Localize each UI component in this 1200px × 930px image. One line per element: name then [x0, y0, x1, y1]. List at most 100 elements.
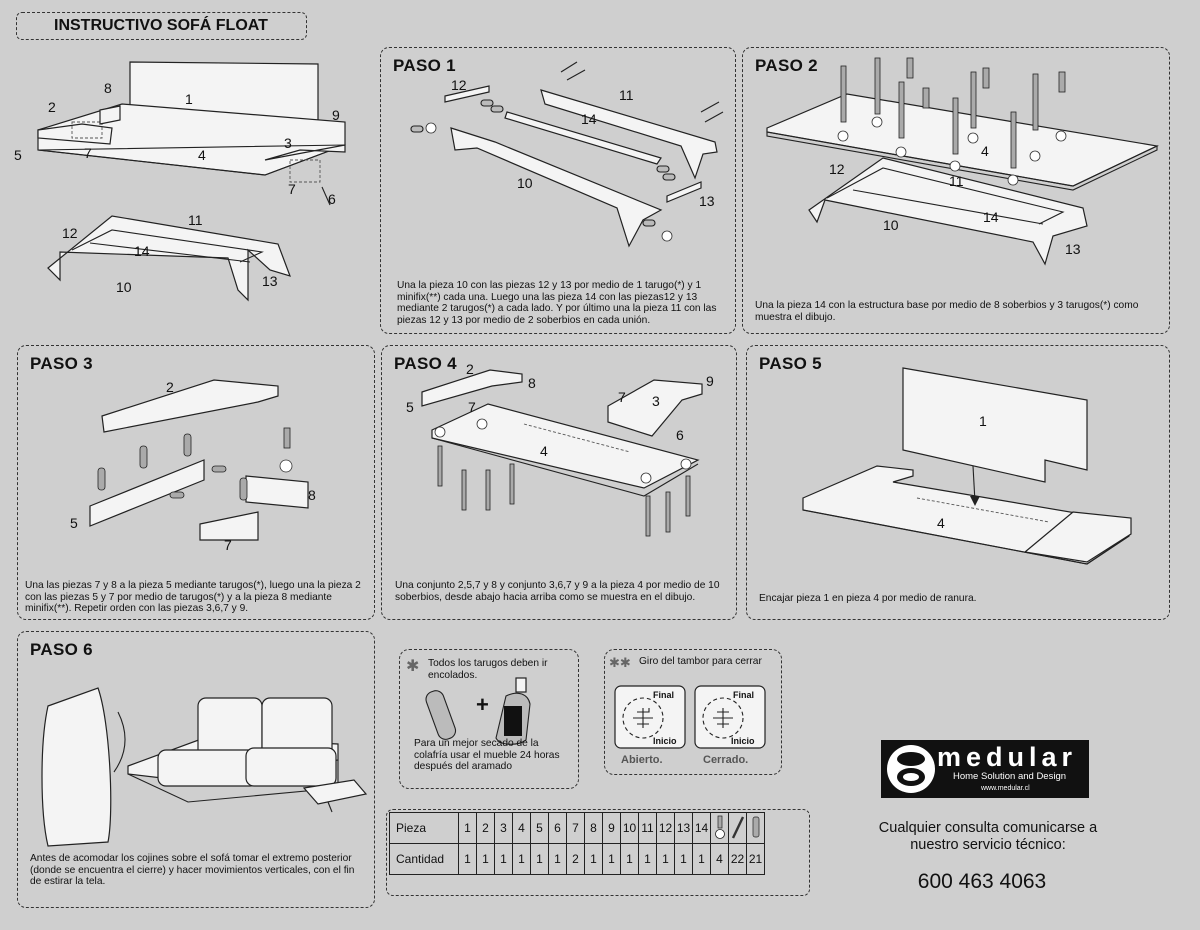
- overview-label: 13: [262, 273, 278, 289]
- overview-label: 7: [84, 145, 92, 161]
- overview-label: 14: [134, 243, 150, 259]
- plus-sign: +: [476, 692, 489, 717]
- step-2-label: 14: [983, 209, 999, 225]
- glue-note: ✱ Todos los tarugos deben ir encolados. …: [399, 649, 579, 789]
- step-1-text: Una la pieza 10 con las piezas 12 y 13 p…: [397, 280, 717, 326]
- quantity-row: Cantidad 1 1 1 1 1 1 2 1 1 1 1 1 1 1 4 2…: [389, 843, 765, 875]
- tarugo-icon: [746, 812, 765, 844]
- step-2-label: 12: [829, 161, 845, 177]
- quantity-cell: 1: [458, 843, 477, 875]
- overview-drawing: 1 2 3 4 5 6 7 7 8 9 10 11 12 13 14: [14, 61, 346, 302]
- quantity-cell: 4: [710, 843, 729, 875]
- drum-note: ✱✱ Giro del tambor para cerrar Final Ini…: [604, 649, 782, 775]
- parts-table-frame: [386, 809, 810, 896]
- step-4-title: PASO 4: [394, 354, 457, 373]
- glue-dry-text: Para un mejor secado de la colafría usar…: [414, 738, 560, 773]
- step-2-label: 4: [981, 143, 989, 159]
- step-3-title: PASO 3: [30, 354, 93, 373]
- overview-label: 3: [284, 135, 292, 151]
- step-1-label: 13: [699, 193, 715, 209]
- parts-table: Pieza 1 2 3 4 5 6 7 8 9 10 11 12 13 14 C…: [389, 812, 765, 875]
- step-5-panel: PASO 5 1 4 Encajar pieza 1 en pieza 4 po…: [746, 345, 1170, 620]
- step-3-label: 2: [166, 379, 174, 395]
- quantity-cell: 1: [476, 843, 495, 875]
- step-6-panel: PASO 6 Antes de acomodar los cojines sob…: [17, 631, 375, 908]
- piece-cell: 2: [476, 812, 495, 844]
- overview-label: 9: [332, 107, 340, 123]
- step-5-drawing: 1 4: [802, 367, 1132, 565]
- quantity-cell: 1: [620, 843, 639, 875]
- drum-diagrams: [614, 685, 766, 749]
- step-3-drawing: 2 5 7 8: [70, 379, 316, 553]
- step-1-label: 10: [517, 175, 533, 191]
- soberbio-icon: [728, 812, 747, 844]
- step-1-label: 11: [619, 87, 634, 103]
- piece-cell: 11: [638, 812, 657, 844]
- step-5-label: 4: [937, 515, 945, 531]
- step-4-label: 9: [706, 373, 714, 389]
- drum-open-label: Abierto.: [621, 754, 663, 766]
- step-1-label: 12: [451, 77, 467, 93]
- step-1-label: 14: [581, 111, 597, 127]
- drum-note-text: Giro del tambor para cerrar: [639, 656, 762, 667]
- quantity-cell: 1: [584, 843, 603, 875]
- quantity-cell: 1: [548, 843, 567, 875]
- step-2-label: 11: [949, 173, 964, 189]
- contact-text: Cualquier consulta comunicarse a nuestro…: [878, 820, 1098, 853]
- step-5-label: 1: [979, 413, 987, 429]
- quantity-cell: 1: [530, 843, 549, 875]
- piece-cell: 1: [458, 812, 477, 844]
- step-2-label: 10: [883, 217, 899, 233]
- drum-final-closed: Final: [733, 690, 755, 700]
- overview-label: 1: [185, 91, 193, 107]
- step-1-drawing: 10 11 12 13 14: [410, 61, 724, 248]
- quantity-cell: 1: [692, 843, 711, 875]
- brand-name: medular: [937, 742, 1078, 772]
- step-2-title: PASO 2: [755, 56, 818, 75]
- step-4-label: 7: [618, 389, 626, 405]
- step-5-text: Encajar pieza 1 en pieza 4 por medio de …: [759, 593, 977, 604]
- step-6-text: Antes de acomodar los cojines sobre el s…: [30, 853, 355, 888]
- overview-label: 2: [48, 99, 56, 115]
- step-3-text: Una las piezas 7 y 8 a la pieza 5 median…: [25, 580, 361, 615]
- step-3-label: 8: [308, 487, 316, 503]
- step-5-title: PASO 5: [759, 354, 822, 373]
- page-title: INSTRUCTIVO SOFÁ FLOAT: [16, 12, 307, 40]
- quantity-cell: 1: [656, 843, 675, 875]
- piece-cell: 13: [674, 812, 693, 844]
- pieces-row-label: Pieza: [389, 812, 459, 844]
- step-4-label: 3: [652, 393, 660, 409]
- step-1-panel: PASO 1 10 11 12 13 14 Una la pieza 10 co…: [380, 47, 736, 334]
- step-3-label: 5: [70, 515, 78, 531]
- step-4-text: Una conjunto 2,5,7 y 8 y conjunto 3,6,7 …: [395, 580, 720, 603]
- overview-label: 11: [188, 212, 203, 228]
- step-4-panel: PASO 4 2 3 4 5 6 7 7 8 9 Una conjunto 2,…: [381, 345, 737, 620]
- drum-final-open: Final: [653, 690, 675, 700]
- overview-label: 10: [116, 279, 132, 295]
- overview-label: 5: [14, 147, 22, 163]
- quantity-cell: 1: [512, 843, 531, 875]
- quantity-row-label: Cantidad: [389, 843, 459, 875]
- step-3-panel: PASO 3 2 5 7 8 Una las piezas 7 y 8 a la…: [17, 345, 375, 620]
- step-6-title: PASO 6: [30, 640, 93, 659]
- step-6-drawing: [41, 687, 368, 847]
- step-3-label: 7: [224, 537, 232, 553]
- overview-label: 8: [104, 80, 112, 96]
- brand-url: www.medular.cl: [981, 785, 1030, 792]
- pieces-row: Pieza 1 2 3 4 5 6 7 8 9 10 11 12 13 14: [389, 812, 765, 844]
- piece-cell: 9: [602, 812, 621, 844]
- step-4-label: 7: [468, 399, 476, 415]
- quantity-cell: 1: [638, 843, 657, 875]
- step-4-drawing: 2 3 4 5 6 7 7 8 9: [406, 361, 714, 537]
- minifix-icon: [710, 812, 729, 844]
- overview-label: 4: [198, 147, 206, 163]
- quantity-cell: 22: [728, 843, 747, 875]
- step-4-label: 6: [676, 427, 684, 443]
- piece-cell: 4: [512, 812, 531, 844]
- step-4-label: 2: [466, 361, 474, 377]
- step-2-text: Una la pieza 14 con la estructura base p…: [755, 300, 1139, 323]
- drum-inicio-closed: Inicio: [731, 736, 755, 746]
- piece-cell: 7: [566, 812, 585, 844]
- piece-cell: 12: [656, 812, 675, 844]
- drum-inicio-open: Inicio: [653, 736, 677, 746]
